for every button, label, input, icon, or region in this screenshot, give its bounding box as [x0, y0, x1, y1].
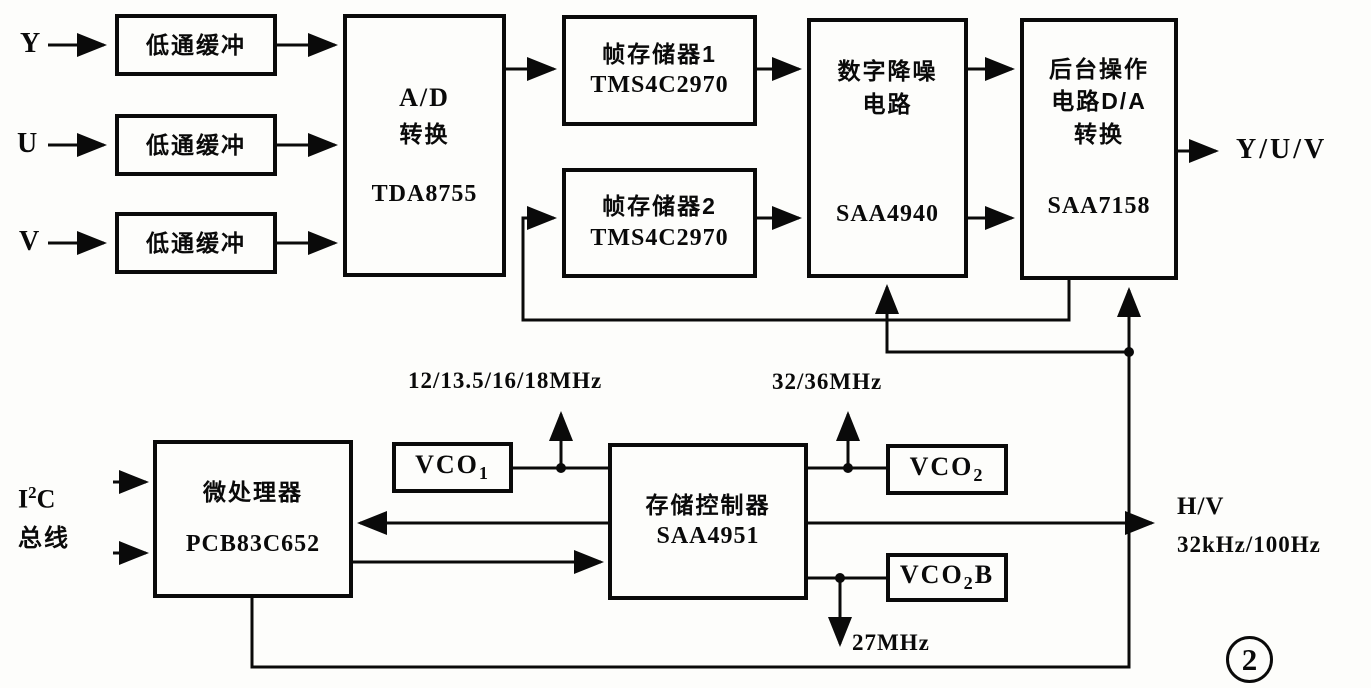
- block-vco2b: VCO2B: [886, 553, 1008, 602]
- input-label-u: U: [17, 128, 38, 159]
- block-microprocessor: 微处理器 PCB83C652: [153, 440, 353, 598]
- lowpass-v-label: 低通缓冲: [146, 229, 246, 256]
- i2c-line2: 总线: [18, 524, 70, 552]
- memctl-label: 存储控制器: [645, 491, 771, 518]
- micro-chip: PCB83C652: [185, 531, 321, 558]
- input-label-y: Y: [20, 28, 41, 59]
- vco1-label: VCO1: [415, 450, 490, 484]
- dnr-chip: SAA4940: [835, 200, 939, 227]
- frame-mem1-chip: TMS4C2970: [590, 72, 729, 99]
- clock-label-vco2b: 27MHz: [852, 630, 930, 655]
- junction-dot-vco2b: [835, 573, 845, 583]
- dnr-line2: 电路: [862, 91, 913, 118]
- block-ad-converter: A/D 转换 TDA8755: [343, 14, 506, 277]
- hv-output-label: H/V: [1177, 493, 1225, 520]
- clock-label-vco2: 32/36MHz: [772, 369, 883, 394]
- frame-mem2-label: 帧存储器2: [602, 193, 717, 220]
- junction-dot-vco1: [556, 463, 566, 473]
- block-vco2: VCO2: [886, 444, 1008, 495]
- lowpass-y-label: 低通缓冲: [146, 31, 246, 58]
- adc-chip: TDA8755: [371, 180, 478, 207]
- lowpass-u-label: 低通缓冲: [146, 131, 246, 158]
- vco2b-label: VCO2B: [899, 560, 995, 594]
- memctl-chip: SAA4951: [656, 523, 760, 550]
- wire-control-branch-dnr: [875, 284, 1129, 354]
- figure-number: 2: [1241, 641, 1258, 677]
- block-memory-controller: 存储控制器 SAA4951: [608, 443, 808, 600]
- block-frame-memory-1: 帧存储器1 TMS4C2970: [562, 15, 757, 126]
- block-lowpass-buffer-v: 低通缓冲: [115, 212, 277, 274]
- hv-rate-label: 32kHz/100Hz: [1177, 532, 1321, 557]
- dac-line1: 后台操作: [1049, 56, 1149, 82]
- block-lowpass-buffer-u: 低通缓冲: [115, 114, 277, 176]
- block-digital-noise-reduction: 数字降噪 电路 SAA4940: [807, 18, 968, 278]
- frame-mem1-label: 帧存储器1: [602, 40, 717, 67]
- block-backend-da-converter: 后台操作 电路D/A 转换 SAA7158: [1020, 18, 1178, 280]
- wire-control-loop: [250, 287, 1141, 669]
- dac-chip: SAA7158: [1047, 193, 1151, 220]
- figure-number-badge: 2: [1226, 636, 1273, 683]
- dac-line3: 转换: [1074, 120, 1124, 147]
- adc-line2: 转换: [399, 121, 450, 148]
- vco2-label: VCO2: [909, 452, 985, 486]
- i2c-line1: I2C: [18, 483, 56, 514]
- block-lowpass-buffer-y: 低通缓冲: [115, 14, 277, 76]
- input-label-v: V: [19, 226, 40, 257]
- micro-label: 微处理器: [203, 478, 303, 505]
- clock-label-vco1: 12/13.5/16/18MHz: [408, 368, 603, 393]
- dac-line2: 电路D/A: [1051, 88, 1147, 115]
- frame-mem2-chip: TMS4C2970: [590, 224, 729, 251]
- output-label-yuv: Y/U/V: [1236, 134, 1328, 165]
- i2c-bus-label: I2C 总线: [18, 483, 70, 553]
- wire-dac-fm2-feedback: [521, 206, 1071, 322]
- block-vco1: VCO1: [392, 442, 513, 493]
- junction-dot-vco2: [843, 463, 853, 473]
- junction-dot-control: [1124, 347, 1134, 357]
- dnr-line1: 数字降噪: [837, 58, 938, 84]
- adc-line1: A/D: [399, 82, 450, 112]
- block-frame-memory-2: 帧存储器2 TMS4C2970: [562, 168, 757, 278]
